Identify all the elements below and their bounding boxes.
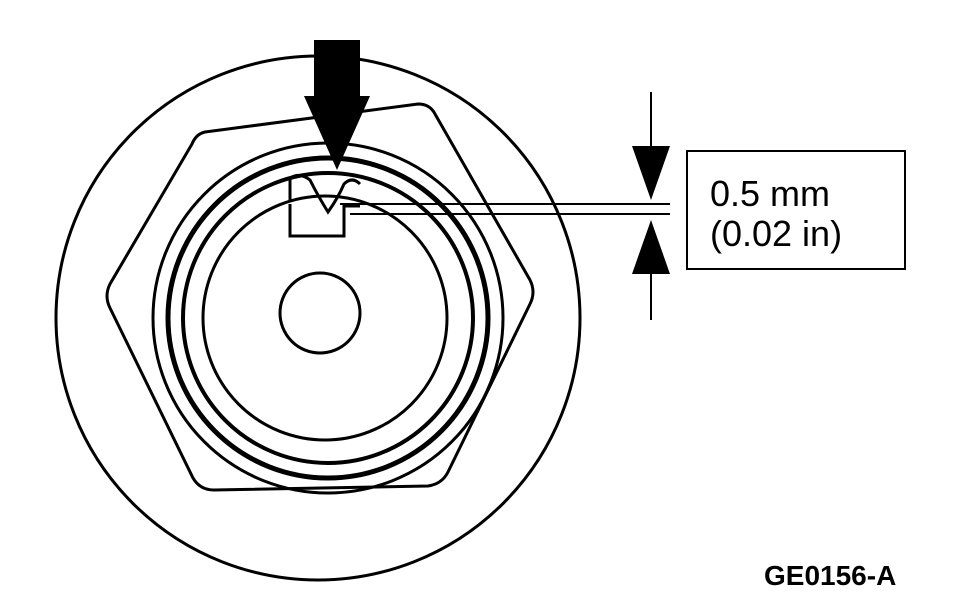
hex-nut-outline [105,102,535,492]
dimension-label-box: 0.5 mm (0.02 in) [686,150,906,270]
dimension-metric: 0.5 mm [710,173,831,214]
dimension-arrow-down-icon [632,146,670,200]
dimension-imperial: (0.02 in) [710,213,843,254]
electrode-tab [288,204,360,238]
ring-insulator [201,194,449,442]
center-electrode [278,271,362,355]
figure-reference-code: GE0156-A [764,560,897,591]
ring-inner [181,171,475,465]
pointer-arrow-icon [304,40,370,170]
outer-circle [54,54,582,582]
ground-electrode-notch [288,173,362,215]
ring-thread [165,155,491,481]
dimension-arrow-up-icon [632,220,670,274]
